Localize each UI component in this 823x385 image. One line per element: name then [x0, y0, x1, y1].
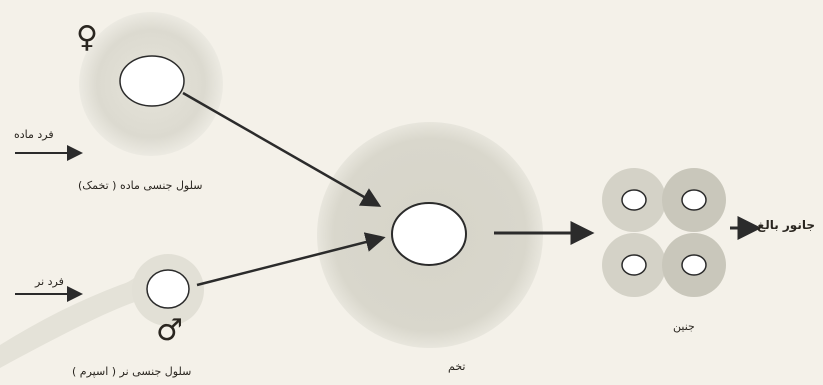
adult-animal-label: جانور بالغ: [757, 218, 815, 232]
sperm-tail: [0, 272, 148, 368]
embryo-cells: [602, 168, 726, 297]
sperm-nucleus: [147, 270, 189, 308]
egg-cell: [79, 12, 223, 156]
egg-to-zygote-arrow: [183, 93, 378, 205]
egg-nucleus: [120, 56, 184, 106]
female-sex-cell-label: سلول جنسی ماده ( تخمک): [78, 179, 202, 192]
zygote-nucleus: [392, 203, 466, 265]
female-individual-label: فرد ماده: [14, 128, 54, 141]
male-symbol-icon: ♂: [156, 316, 183, 346]
zygote-label: تخم: [448, 360, 465, 373]
zygote-cell: [317, 122, 543, 348]
female-symbol-icon: ♀: [76, 23, 98, 53]
male-individual-label: فرد نر: [35, 275, 64, 288]
embryo-label: جنین: [673, 320, 695, 333]
male-sex-cell-label: سلول جنسی نر ( اسپرم ): [72, 365, 191, 378]
sperm-cell: [0, 254, 204, 368]
